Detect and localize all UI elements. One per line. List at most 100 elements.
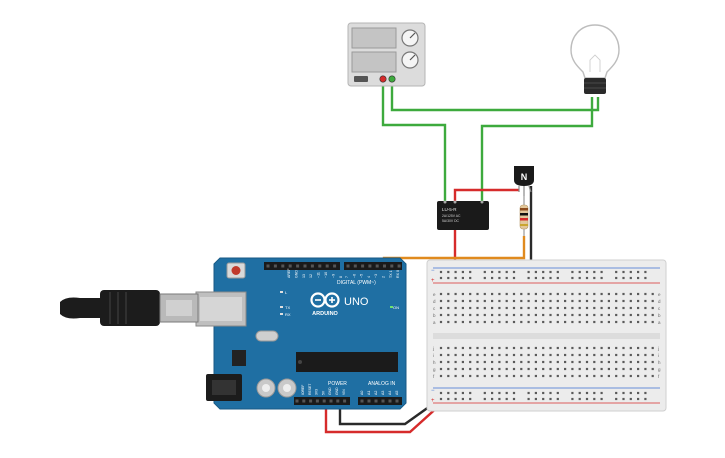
breadboard-hole[interactable] bbox=[549, 374, 552, 378]
breadboard-hole[interactable] bbox=[527, 299, 530, 303]
breadboard-hole[interactable] bbox=[644, 313, 647, 317]
breadboard-hole[interactable] bbox=[637, 391, 640, 395]
breadboard-hole[interactable] bbox=[439, 299, 443, 303]
breadboard-hole[interactable] bbox=[585, 299, 589, 303]
breadboard-hole[interactable] bbox=[607, 374, 610, 378]
breadboard-hole[interactable] bbox=[637, 306, 640, 310]
wire-green-psu-to-bulb[interactable] bbox=[390, 78, 600, 112]
breadboard-hole[interactable] bbox=[542, 397, 545, 401]
breadboard-hole[interactable] bbox=[498, 313, 501, 317]
breadboard-hole[interactable] bbox=[556, 299, 559, 303]
breadboard-hole[interactable] bbox=[578, 346, 581, 350]
breadboard-hole[interactable] bbox=[439, 306, 443, 310]
breadboard-hole[interactable] bbox=[578, 299, 581, 303]
breadboard-hole[interactable] bbox=[454, 374, 457, 378]
breadboard-hole[interactable] bbox=[651, 299, 654, 303]
breadboard-hole[interactable] bbox=[461, 270, 464, 274]
breadboard-hole[interactable] bbox=[469, 292, 472, 296]
breadboard-hole[interactable] bbox=[520, 346, 523, 350]
breadboard-hole[interactable] bbox=[644, 276, 647, 280]
breadboard-hole[interactable] bbox=[534, 353, 537, 357]
wire-green-bulb-to-relay[interactable] bbox=[480, 97, 594, 205]
breadboard-hole[interactable] bbox=[498, 353, 501, 357]
breadboard-hole[interactable] bbox=[498, 292, 501, 296]
breadboard-hole[interactable] bbox=[447, 360, 450, 364]
breadboard-hole[interactable] bbox=[615, 391, 618, 395]
breadboard-hole[interactable] bbox=[571, 313, 574, 317]
breadboard-hole[interactable] bbox=[498, 360, 501, 364]
power-pin[interactable] bbox=[315, 399, 319, 403]
breadboard-hole[interactable] bbox=[469, 346, 472, 350]
breadboard-hole[interactable] bbox=[491, 299, 494, 303]
breadboard-hole[interactable] bbox=[644, 397, 647, 401]
breadboard-hole[interactable] bbox=[491, 346, 494, 350]
breadboard-hole[interactable] bbox=[615, 353, 618, 357]
breadboard-hole[interactable] bbox=[615, 306, 618, 310]
breadboard-hole[interactable] bbox=[644, 367, 647, 371]
breadboard-hole[interactable] bbox=[622, 292, 625, 296]
breadboard-hole[interactable] bbox=[629, 391, 632, 395]
breadboard-hole[interactable] bbox=[564, 306, 567, 310]
breadboard-hole[interactable] bbox=[512, 313, 516, 317]
breadboard-hole[interactable] bbox=[549, 391, 552, 395]
breadboard-hole[interactable] bbox=[512, 391, 516, 395]
breadboard-hole[interactable] bbox=[615, 292, 618, 296]
breadboard-hole[interactable] bbox=[585, 320, 589, 324]
breadboard-hole[interactable] bbox=[651, 367, 654, 371]
breadboard-hole[interactable] bbox=[527, 360, 530, 364]
breadboard-hole[interactable] bbox=[534, 367, 537, 371]
breadboard-hole[interactable] bbox=[615, 270, 618, 274]
breadboard-hole[interactable] bbox=[476, 353, 479, 357]
breadboard-hole[interactable] bbox=[615, 367, 618, 371]
breadboard-hole[interactable] bbox=[549, 320, 552, 324]
reset-button[interactable] bbox=[226, 262, 246, 279]
breadboard-hole[interactable] bbox=[534, 360, 537, 364]
breadboard-hole[interactable] bbox=[461, 313, 464, 317]
breadboard-hole[interactable] bbox=[556, 292, 559, 296]
breadboard-hole[interactable] bbox=[578, 397, 581, 401]
breadboard-hole[interactable] bbox=[534, 346, 537, 350]
digital-pin[interactable] bbox=[397, 264, 401, 268]
breadboard-hole[interactable] bbox=[622, 367, 625, 371]
breadboard-hole[interactable] bbox=[512, 270, 516, 274]
breadboard-hole[interactable] bbox=[439, 374, 443, 378]
breadboard-hole[interactable] bbox=[571, 367, 574, 371]
breadboard-hole[interactable] bbox=[520, 306, 523, 310]
breadboard-hole[interactable] bbox=[549, 313, 552, 317]
breadboard-hole[interactable] bbox=[447, 374, 450, 378]
breadboard-hole[interactable] bbox=[651, 320, 654, 324]
breadboard-hole[interactable] bbox=[498, 391, 501, 395]
breadboard-hole[interactable] bbox=[637, 367, 640, 371]
breadboard-hole[interactable] bbox=[622, 391, 625, 395]
digital-pin[interactable] bbox=[266, 264, 270, 268]
breadboard-hole[interactable] bbox=[585, 360, 589, 364]
breadboard-hole[interactable] bbox=[527, 391, 530, 395]
digital-pin[interactable] bbox=[288, 264, 292, 268]
breadboard-hole[interactable] bbox=[542, 313, 545, 317]
breadboard-hole[interactable] bbox=[461, 346, 464, 350]
breadboard-hole[interactable] bbox=[585, 397, 589, 401]
breadboard-hole[interactable] bbox=[505, 313, 508, 317]
breadboard-hole[interactable] bbox=[549, 397, 552, 401]
breadboard-hole[interactable] bbox=[585, 353, 589, 357]
digital-pin[interactable] bbox=[375, 264, 379, 268]
breadboard-hole[interactable] bbox=[564, 353, 567, 357]
breadboard-hole[interactable] bbox=[578, 270, 581, 274]
breadboard-hole[interactable] bbox=[585, 276, 589, 280]
analog-pin[interactable] bbox=[360, 399, 364, 403]
breadboard-hole[interactable] bbox=[527, 346, 530, 350]
breadboard-hole[interactable] bbox=[483, 270, 486, 274]
breadboard-hole[interactable] bbox=[454, 346, 457, 350]
breadboard-hole[interactable] bbox=[600, 397, 603, 401]
breadboard-hole[interactable] bbox=[447, 292, 450, 296]
breadboard-hole[interactable] bbox=[629, 346, 632, 350]
breadboard-hole[interactable] bbox=[520, 374, 523, 378]
breadboard-hole[interactable] bbox=[644, 391, 647, 395]
breadboard-hole[interactable] bbox=[534, 313, 537, 317]
breadboard-hole[interactable] bbox=[454, 397, 457, 401]
breadboard-hole[interactable] bbox=[600, 270, 603, 274]
breadboard-hole[interactable] bbox=[461, 276, 464, 280]
breadboard-hole[interactable] bbox=[578, 292, 581, 296]
usb-cable-icon[interactable] bbox=[60, 290, 199, 326]
